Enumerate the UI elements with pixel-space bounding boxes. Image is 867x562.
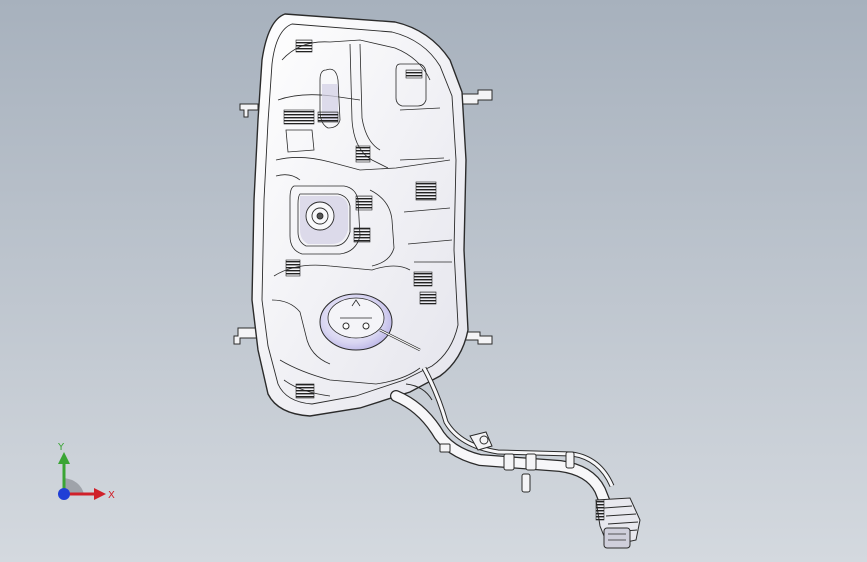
filler-pipe-assembly bbox=[390, 366, 618, 526]
tank-shell bbox=[251, 13, 469, 417]
filler-cap bbox=[595, 497, 641, 549]
x-axis-label: X bbox=[108, 490, 115, 501]
tank-inner-flange bbox=[261, 23, 459, 405]
y-axis-arrowhead bbox=[58, 452, 70, 464]
tank-boss-feature bbox=[305, 201, 335, 231]
hatched-stamps bbox=[283, 39, 437, 399]
y-axis-label: Y bbox=[57, 442, 65, 453]
coordinate-triad: Y X bbox=[57, 442, 115, 501]
pipe-clips bbox=[439, 431, 575, 493]
tank-outer-outline bbox=[251, 13, 469, 417]
triad-xy-plane-indicator bbox=[64, 478, 84, 494]
tank-internal-features bbox=[271, 39, 453, 397]
bracket-bottom-left bbox=[233, 327, 263, 345]
fuel-pump-module bbox=[319, 293, 421, 352]
bracket-top-right bbox=[459, 89, 493, 105]
bracket-top-left bbox=[239, 103, 259, 118]
z-axis-indicator bbox=[58, 488, 70, 500]
x-axis-arrowhead bbox=[94, 488, 106, 500]
